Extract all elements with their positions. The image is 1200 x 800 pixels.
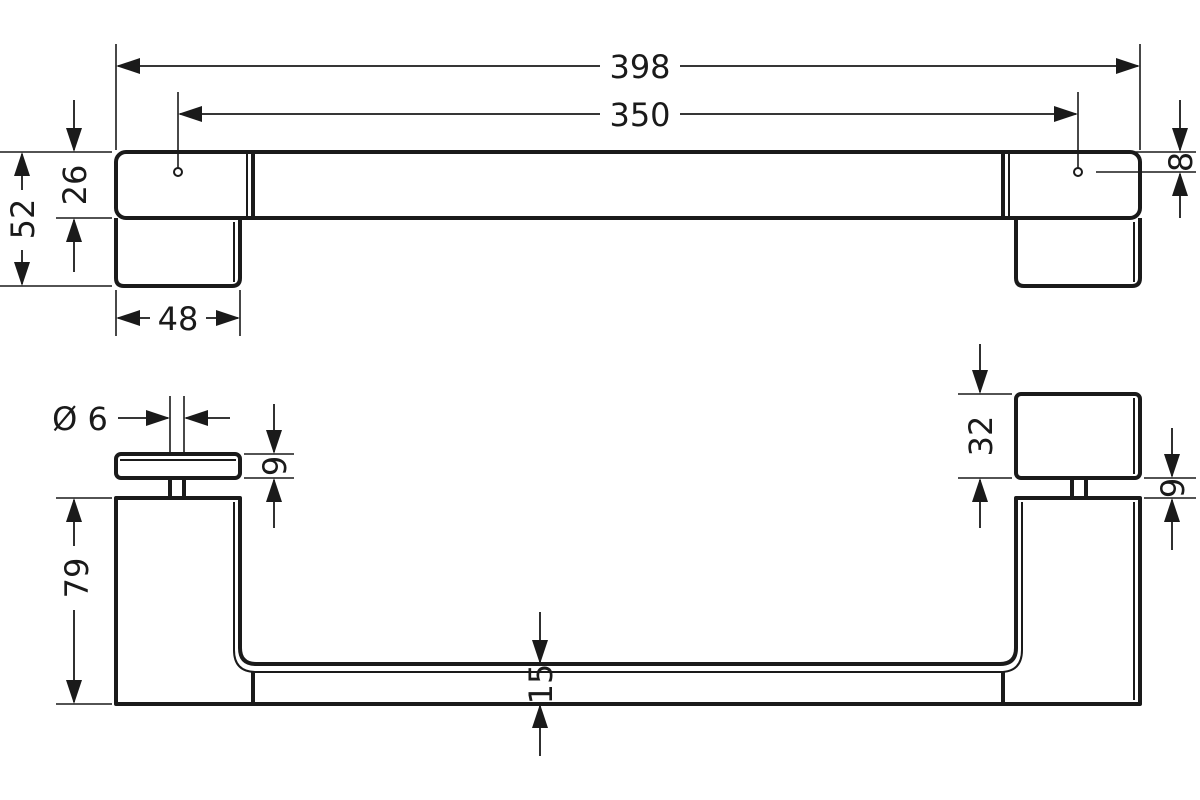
dim-bar-thickness-label: 15	[522, 664, 560, 705]
dim-overall-length: 398	[115, 44, 1141, 150]
side-left-screw-pin	[168, 476, 186, 500]
side-left-wall-plate	[114, 452, 242, 480]
dim-right-offset-label: 8	[1162, 152, 1200, 172]
top-left-mount-block	[114, 218, 242, 288]
dim-hole-depth-left-label: 9	[256, 456, 294, 476]
side-handle-inner-line	[233, 502, 1023, 673]
side-handle-outline	[114, 496, 1142, 706]
top-right-mount-block	[1014, 218, 1142, 288]
dim-hole-spacing: 350	[177, 92, 1079, 168]
dim-hole-diameter-label: Ø 6	[52, 400, 108, 438]
dim-end-cap-width: 48	[115, 290, 241, 338]
dim-overall-length-label: 398	[609, 48, 670, 86]
dim-hole-depth-right-label: 9	[1154, 478, 1192, 498]
top-view	[114, 150, 1142, 288]
dim-depth-label: 79	[58, 558, 96, 599]
dim-right-offset: 8	[1086, 100, 1200, 218]
dim-total-height: 52	[0, 151, 112, 287]
top-left-hole-mark	[173, 167, 183, 177]
side-right-mount-block	[1014, 392, 1142, 480]
dim-hole-diameter: Ø 6	[52, 396, 230, 452]
dim-hole-depth-right: 9	[1144, 428, 1196, 550]
dim-bar-thickness: 15	[522, 612, 560, 756]
side-right-screw-pin	[1070, 476, 1088, 500]
dim-bar-height-label: 26	[56, 165, 94, 206]
top-right-hole-mark	[1073, 167, 1083, 177]
dim-total-height-label: 52	[4, 199, 42, 240]
dim-end-cap-width-label: 48	[158, 300, 199, 338]
side-view	[114, 392, 1142, 706]
dim-hole-depth-left: 9	[244, 404, 294, 528]
top-bar-outline	[114, 150, 1142, 220]
dim-depth: 79	[56, 497, 112, 705]
dim-mount-height: 32	[958, 344, 1012, 528]
dim-hole-spacing-label: 350	[609, 96, 670, 134]
dim-mount-height-label: 32	[962, 416, 1000, 457]
dim-bar-height: 26	[56, 100, 112, 272]
